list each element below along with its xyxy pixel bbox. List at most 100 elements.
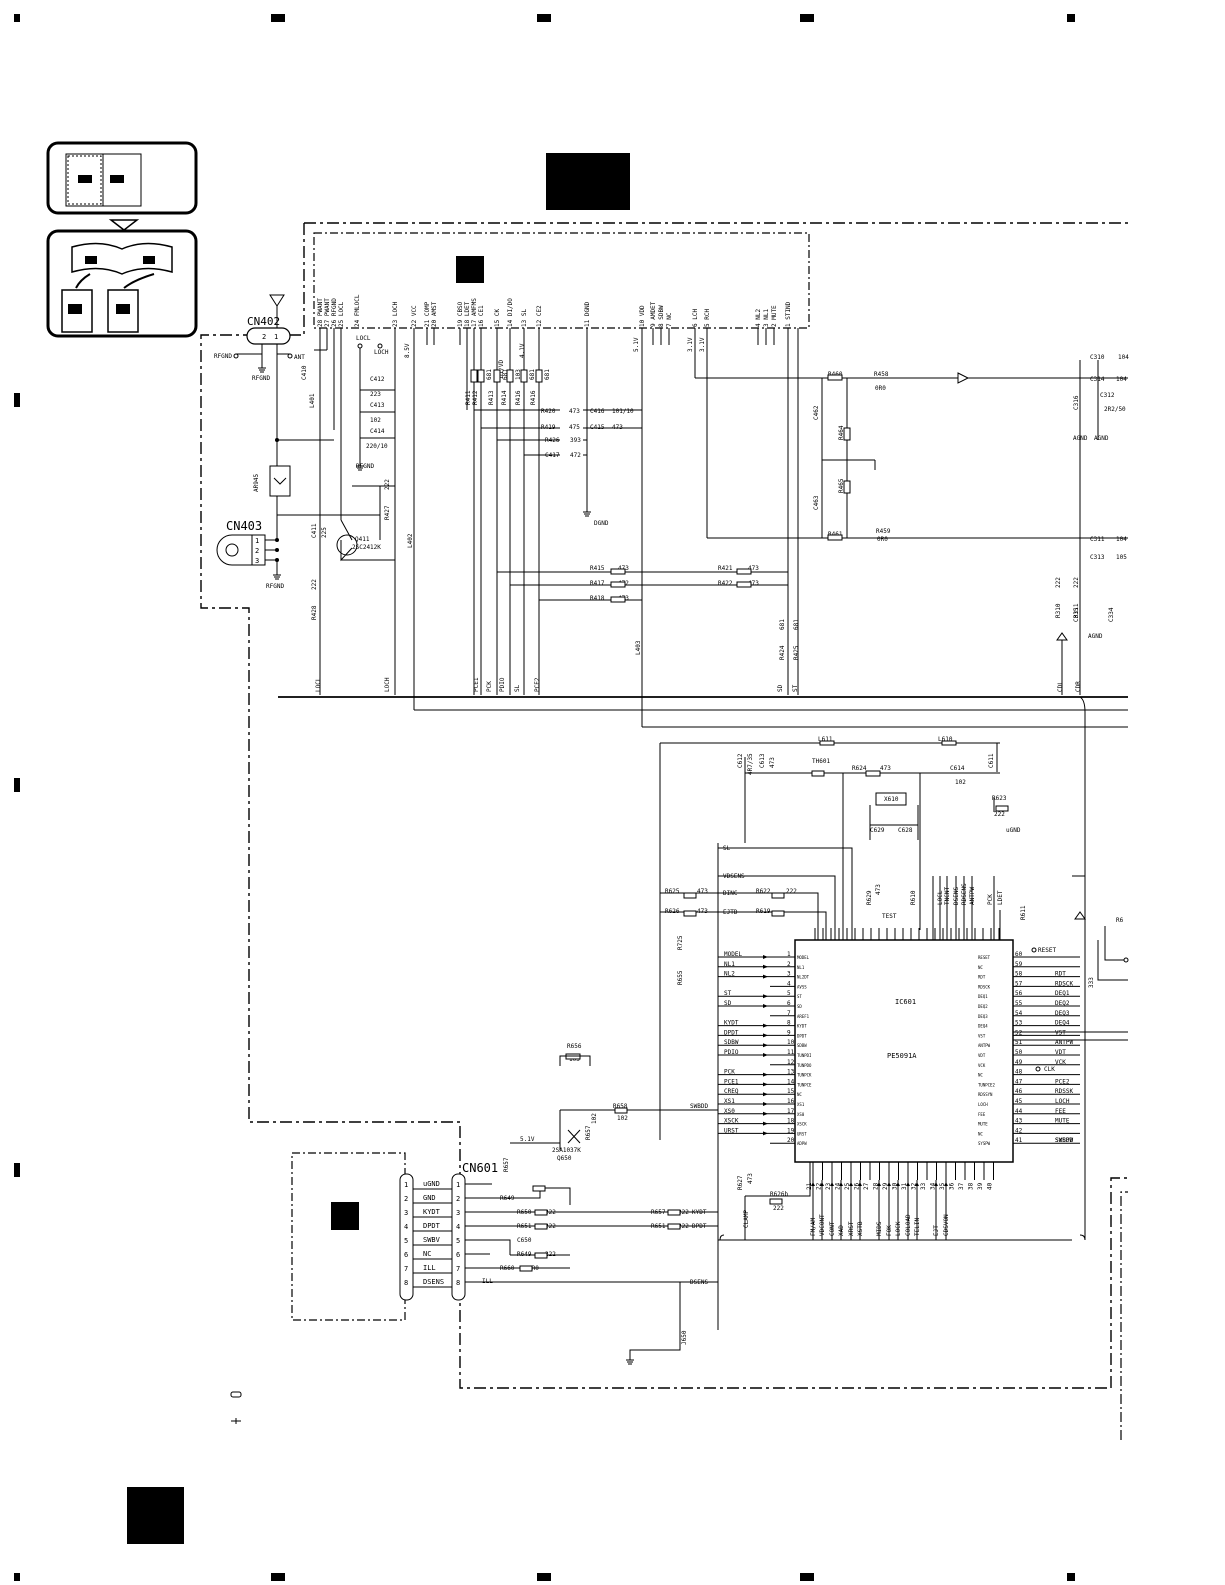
bus-label: SD [777,684,784,692]
cn601-left-pin-number: 1 [404,1181,408,1189]
cn601-right-pin-number: 7 [456,1265,460,1273]
sheet-locator [46,141,198,338]
ic-pin-number: 30 [892,1182,899,1190]
svg-text:333: 333 [1088,977,1095,988]
svg-text:472: 472 [570,452,581,459]
ic-pin-name: TUNPDO [797,1063,812,1068]
svg-text:473: 473 [747,1173,754,1184]
ic-pin-name: NL1 [797,965,805,970]
ic-right-signal: VCK [1055,1059,1066,1066]
svg-text:R418: R418 [590,595,605,602]
ic-pin-name: XS1 [797,1102,805,1107]
svg-text:1: 1 [274,333,278,341]
svg-text:R624: R624 [852,765,867,772]
ic-pin-name: NL2DT [797,975,810,980]
svg-text:2: 2 [262,333,266,341]
tuner-pin-label: 4 NL2 [755,309,762,327]
svg-text:R427: R427 [384,505,391,520]
bus-label: LOCL [315,677,322,692]
cn601-left-pin-number: 2 [404,1195,408,1203]
svg-text:R426: R426 [545,437,560,444]
ic-left-signal: DPDT [724,1029,739,1036]
svg-text:C410: C410 [301,365,308,380]
resistor-ref: R413 [488,390,495,405]
ic-pin-number: 17 [787,1108,795,1115]
resistor [493,369,501,383]
tuner-pin-label: 22 VCC [411,305,418,327]
tuner-pin-label: 24 FMLOCL [354,294,361,327]
x610-crystal [875,792,907,806]
svg-text:R623: R623 [992,795,1007,802]
ic-pin-number: 39 [977,1182,984,1190]
ic-pin-number: 51 [1015,1039,1023,1046]
resistor-ref: R416 [530,390,537,405]
ic-left-signal: SD [724,1000,732,1007]
svg-text:101/10: 101/10 [612,408,634,415]
svg-text:102: 102 [617,1115,628,1122]
ic-pin-number: 1 [787,951,791,958]
ic-bottom-signal: LOCK [895,1221,902,1236]
ic-pin-name: RDT [978,975,986,980]
ic-pin-number: 26 [854,1182,861,1190]
svg-text:473: 473 [697,908,708,915]
cn601-left-label: DPDT [423,1222,441,1230]
svg-text:TEST: TEST [882,913,897,920]
svg-text:R657: R657 [503,1157,510,1172]
ic-pin-name: DPDT [797,1033,807,1038]
ic-right-signal: RDSSK [1055,1088,1073,1095]
svg-text:225: 225 [321,527,328,538]
ic-pin-number: 33 [920,1182,927,1190]
ic-bottom-signal: FM/AM [810,1218,817,1236]
ic-pin-number: 22 [816,1182,823,1190]
ic-right-signal: VST [1055,1029,1066,1036]
svg-text:R6: R6 [1116,917,1124,924]
ic-right-signal: DEQ1 [1055,990,1070,997]
svg-text:CN403: CN403 [226,519,262,533]
legend-jumper-symbol [231,1418,241,1424]
cn601-left-pin-number: 6 [404,1251,408,1259]
ic-pin-number: 8 [787,1020,791,1027]
ic-pin-name: NC [978,1131,983,1136]
svg-text:C334: C334 [1108,607,1115,622]
tuner-pin-label: 14 DI/DO [507,298,514,327]
cn601-right-pin-number: 4 [456,1223,460,1231]
resistor-value: 681 [502,369,509,380]
svg-text:R464: R464 [838,425,845,440]
tuner-module-tag [456,256,484,283]
ic-pin-number: 27 [863,1182,870,1190]
svg-text:2SA1037K: 2SA1037K [552,1147,581,1154]
svg-text:L610: L610 [938,736,953,743]
ic-pin-number: 31 [901,1182,908,1190]
svg-text:R420: R420 [541,408,556,415]
ic-pin-number: 60 [1015,951,1023,958]
ic-bottom-signal: COLOAD [905,1214,912,1236]
svg-text:2: 2 [255,547,259,555]
cn601-connector: CN601 [399,1161,498,1301]
svg-text:222: 222 [1073,577,1080,588]
resistor [470,369,478,383]
svg-text:5.1V: 5.1V [633,337,640,352]
cn601-right-pin-number: 5 [456,1237,460,1245]
tuner-series-resistors: R411681R412681R413681R414103R416681R4166… [465,369,551,405]
ic-bottom-signal: MIDS [876,1221,883,1236]
tuner-pin-label: 16 CE1 [478,305,485,327]
ic-left-signal: PCE1 [724,1078,739,1085]
svg-text:C316: C316 [1073,395,1080,410]
tuner-pin-label: 1 STIND [785,301,792,327]
ic-pin-number: 48 [1015,1069,1023,1076]
svg-text:C313: C313 [1090,554,1105,561]
ic-pin-number: 50 [1015,1049,1023,1056]
ic-pin-number: 6 [787,1000,791,1007]
svg-text:5.1V: 5.1V [520,1136,535,1143]
registration-marks [14,14,1075,1581]
svg-text:CLK: CLK [1044,1066,1055,1073]
ic-pin-number: 36 [949,1182,956,1190]
svg-text:222: 222 [311,579,318,590]
svg-text:105: 105 [1116,554,1127,561]
svg-text:3.1V: 3.1V [699,337,706,352]
resistor [477,369,485,383]
ic-pin-name: DEQ4 [978,1024,988,1029]
ic-pin-name: DEQ1 [978,994,988,999]
ic-pin-number: 4 [787,980,791,987]
